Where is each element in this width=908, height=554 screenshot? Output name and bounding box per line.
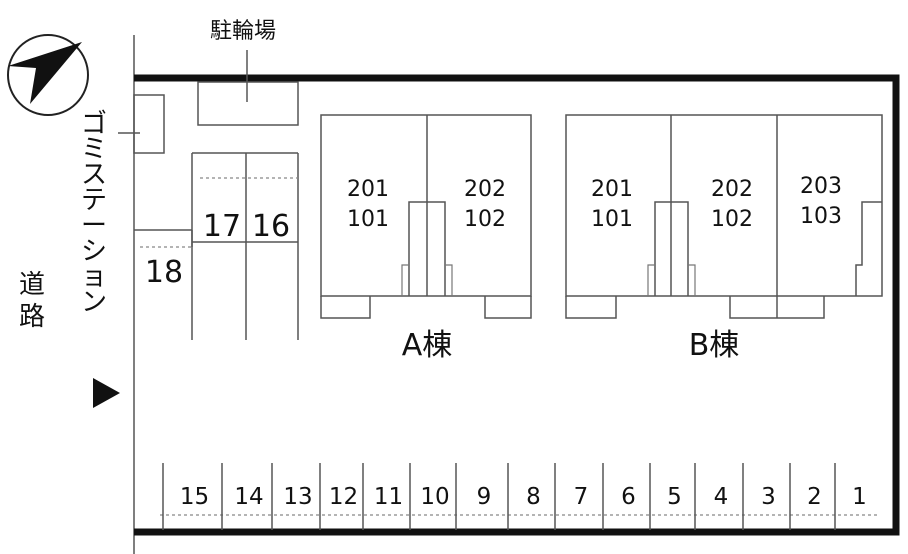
parking-spot-18: 18 [145,255,183,290]
road-label: 道路 [19,270,45,332]
b-unit-101: 101 [591,207,633,232]
parking-spot-1: 1 [852,484,867,510]
parking-spot-14: 14 [234,484,263,510]
building-b [565,114,883,319]
b-unit-201: 201 [591,177,633,202]
building-a [320,114,532,319]
garbage-station-char: ス [81,160,107,190]
parking-spot-2: 2 [807,484,822,510]
a-unit-202: 202 [464,177,506,202]
entrance-arrow-icon [93,378,120,408]
parking-spot-6: 6 [621,484,636,510]
parking-spot-5: 5 [667,484,682,510]
parking-spot-16: 16 [252,209,290,244]
b-unit-203: 203 [800,174,842,199]
garbage-station-char: テ [81,186,107,216]
parking-spot-12: 12 [329,484,358,510]
a-unit-102: 102 [464,207,506,232]
north-arrow-icon [7,34,89,116]
site-boundary [134,74,900,536]
parking-spot-13: 13 [283,484,312,510]
a-unit-101: 101 [347,207,389,232]
bicycle-parking-label: 駐輪場 [210,19,276,44]
garbage-station-char: ー [81,211,107,241]
building-b-label: B棟 [689,328,740,363]
parking-spot-3: 3 [761,484,776,510]
parking-spot-15: 15 [180,484,209,510]
parking-spot-11: 11 [374,484,403,510]
garbage-station-char: ン [81,288,107,318]
upper-parking [134,152,299,340]
building-a-label: A棟 [402,328,453,363]
b-unit-102: 102 [711,207,753,232]
parking-spot-8: 8 [526,484,541,510]
garbage-station-area [133,94,165,154]
a-unit-201: 201 [347,177,389,202]
garbage-station-char: ミ [81,135,107,165]
parking-spot-10: 10 [420,484,449,510]
road-char: 路 [19,302,45,332]
parking-spot-4: 4 [714,484,729,510]
b-unit-202: 202 [711,177,753,202]
bottom-parking-row: 15 14 13 12 11 10 9 8 7 6 5 4 3 2 1 [160,463,880,530]
parking-spot-9: 9 [477,484,492,510]
garbage-station-char: シ [81,237,107,267]
road-char: 道 [19,270,45,300]
bicycle-parking-area [197,81,299,126]
garbage-station-char: ゴ [81,109,107,139]
parking-spot-17: 17 [203,209,241,244]
b-unit-103: 103 [800,204,842,229]
garbage-station-char: ョ [81,262,107,292]
parking-spot-7: 7 [574,484,589,510]
